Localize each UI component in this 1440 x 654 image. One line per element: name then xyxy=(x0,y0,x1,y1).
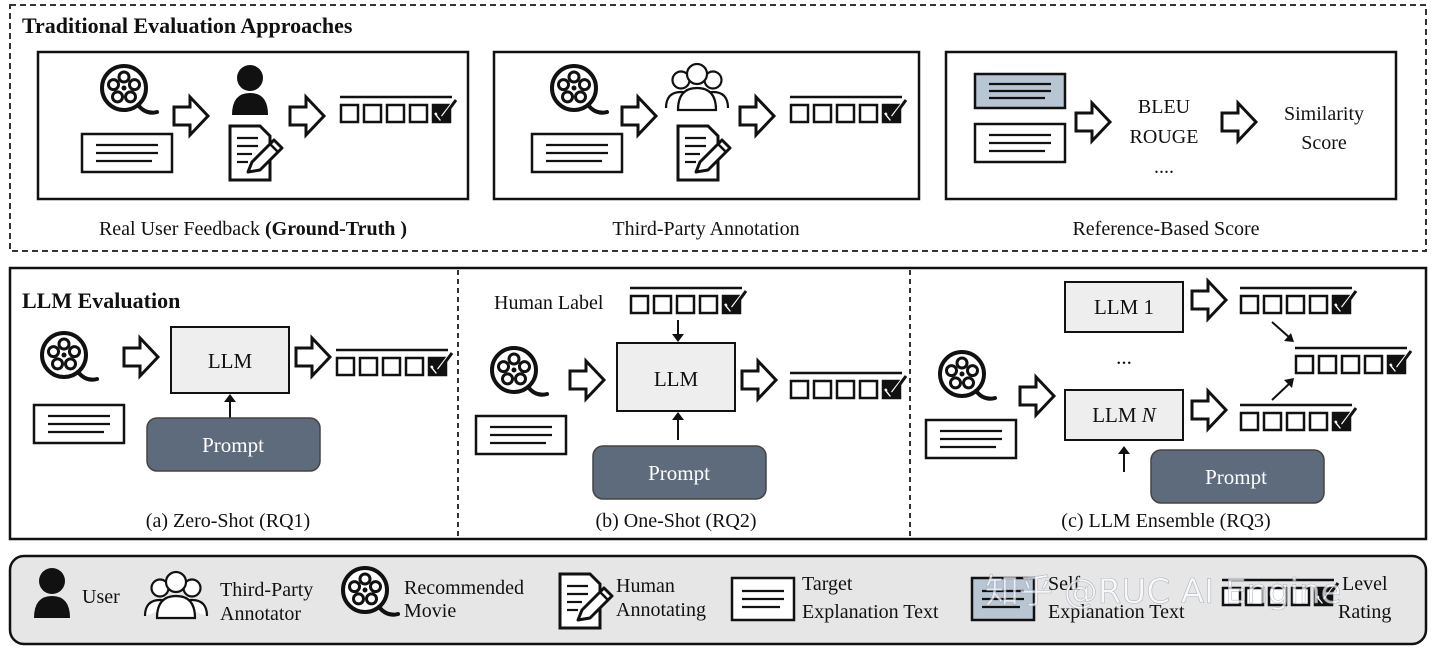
arrow-icon xyxy=(568,359,606,401)
metric-bleu: BLEU xyxy=(1138,96,1191,118)
llm-section-frame xyxy=(8,266,1428,541)
panel-caption: Reference-Based Score xyxy=(1072,218,1259,240)
prompt-box-label: Prompt xyxy=(202,433,264,457)
llm-section-title: LLM Evaluation xyxy=(22,288,180,313)
prompt-box xyxy=(146,417,321,472)
legend-target-text-label: Target xyxy=(802,573,853,595)
panel-caption: (c) LLM Ensemble (RQ3) xyxy=(1061,510,1270,532)
target-text-icon xyxy=(730,576,796,622)
legend-third-party-label: Annotator xyxy=(220,603,301,625)
self-text-icon xyxy=(970,576,1036,622)
legend-human-annotating-label: Human xyxy=(616,575,675,597)
watermark: 知乎 @RUC AI Engine xyxy=(985,572,1342,612)
explanation-text-icon xyxy=(924,418,1018,460)
metric-rouge: ROUGE xyxy=(1130,126,1199,148)
prompt-box xyxy=(592,445,767,500)
human-label-text: Human Label xyxy=(494,292,604,314)
legend-user-label: User xyxy=(82,586,120,608)
legend-rating-label: Rating xyxy=(1338,601,1391,623)
explanation-text-icon xyxy=(530,132,624,174)
panel-caption: (a) Zero-Shot (RQ1) xyxy=(146,510,310,532)
similarity-score-label: Score xyxy=(1301,132,1347,154)
llm-1-label: LLM 1 xyxy=(1094,295,1154,319)
panel-caption: Real User Feedback (Ground-Truth ) xyxy=(99,218,407,240)
llm-box-label: LLM xyxy=(208,349,253,373)
arrow-icon xyxy=(1190,279,1228,321)
self-explanation-text-icon xyxy=(973,72,1067,110)
llm-ellipsis: ... xyxy=(1116,345,1132,369)
rating-icon xyxy=(1238,286,1358,315)
rating-icon xyxy=(788,371,908,400)
llm-box xyxy=(170,326,290,394)
rating-icon xyxy=(1238,403,1358,432)
legend-third-party-label: Third-Party xyxy=(220,579,313,601)
connector-arrow xyxy=(1271,382,1291,401)
metric-ellipsis: .... xyxy=(1154,156,1174,178)
movie-reel-icon xyxy=(938,350,997,401)
llm-1-box xyxy=(1064,281,1184,333)
arrow-icon xyxy=(1190,389,1228,431)
traditional-section-title: Traditional Evaluation Approaches xyxy=(22,13,353,38)
traditional-section-frame xyxy=(9,4,1427,252)
llm-box xyxy=(616,342,736,412)
panel-caption: (b) One-Shot (RQ2) xyxy=(595,510,756,532)
movie-reel-icon xyxy=(490,346,549,397)
panel-caption: Third-Party Annotation xyxy=(612,218,799,240)
explanation-text-icon xyxy=(80,132,174,174)
arrow-icon xyxy=(294,336,332,378)
movie-reel-icon xyxy=(40,331,99,382)
llm-n-label: LLM N xyxy=(1092,403,1157,427)
legend-rating-label: Level xyxy=(1342,573,1388,595)
rating-icon xyxy=(1293,346,1413,375)
explanation-text-icon xyxy=(474,414,568,456)
arrow-icon xyxy=(122,336,160,378)
legend-self-text-label: Explanation Text xyxy=(1048,601,1185,623)
explanation-text-icon xyxy=(32,403,126,445)
connector-arrow xyxy=(1271,321,1291,339)
similarity-score-label: Similarity xyxy=(1284,103,1364,125)
legend-target-text-label: Explanation Text xyxy=(802,601,939,623)
explanation-text-icon xyxy=(973,122,1067,164)
arrow-icon xyxy=(1018,375,1056,417)
llm-box-label: LLM xyxy=(654,367,699,391)
prompt-box-label: Prompt xyxy=(648,461,710,485)
legend-movie-label: Movie xyxy=(404,600,456,622)
prompt-box-label: Prompt xyxy=(1205,465,1267,489)
llm-n-box xyxy=(1064,389,1184,441)
legend-self-text-label: Self xyxy=(1048,573,1081,595)
arrow-icon xyxy=(740,359,778,401)
rating-icon xyxy=(628,286,748,315)
legend-human-annotating-label: Annotating xyxy=(616,599,706,621)
legend-movie-label: Recommended xyxy=(404,577,524,599)
rating-icon xyxy=(334,348,454,377)
prompt-box xyxy=(1150,449,1325,504)
